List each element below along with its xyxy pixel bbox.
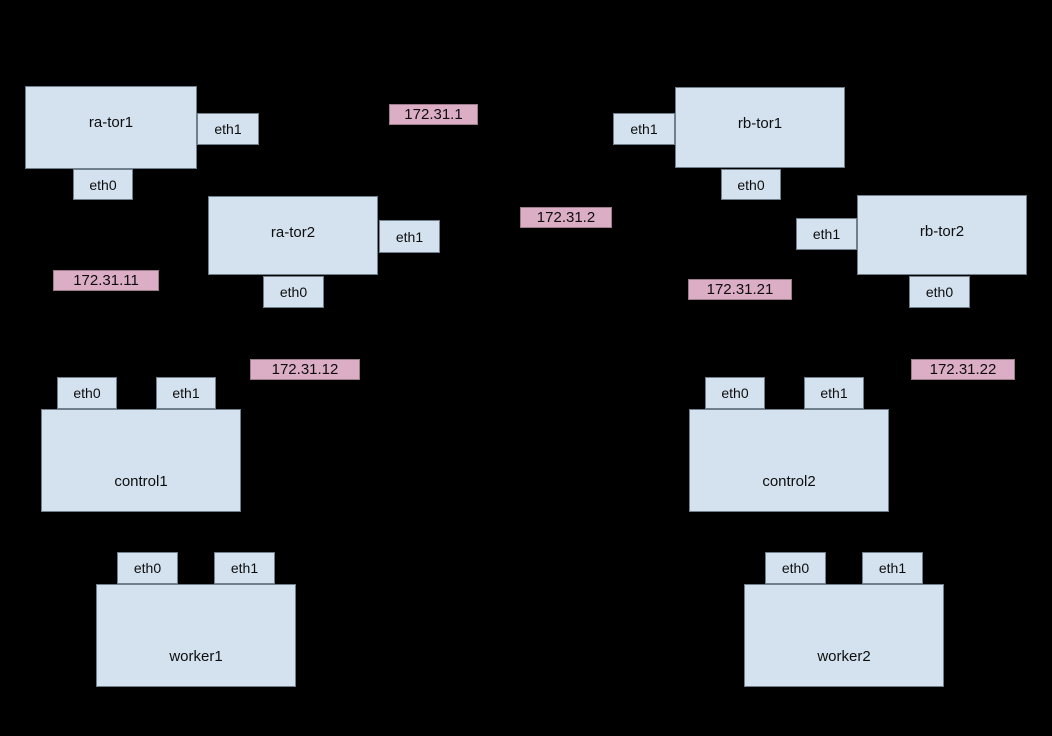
interface-label-control1-eth1: eth1	[172, 385, 200, 401]
ip-subnet-label-ip-172-31-22[interactable]: 172.31.22	[911, 359, 1015, 380]
interface-rb-tor2-eth1[interactable]: eth1	[796, 218, 857, 250]
device-label-control2: control2	[762, 473, 816, 490]
interface-control2-eth1[interactable]: eth1	[804, 377, 864, 409]
ip-subnet-text-ip-172-31-12: 172.31.12	[271, 361, 339, 378]
interface-worker2-eth1[interactable]: eth1	[862, 552, 923, 584]
ip-subnet-label-ip-172-31-1[interactable]: 172.31.1	[389, 104, 478, 125]
ip-subnet-text-ip-172-31-22: 172.31.22	[929, 361, 997, 378]
ip-subnet-text-ip-172-31-2: 172.31.2	[536, 209, 596, 226]
device-node-rb-tor1[interactable]: rb-tor1	[675, 87, 845, 168]
interface-label-rb-tor2-eth1: eth1	[812, 226, 841, 242]
interface-label-control2-eth1: eth1	[820, 385, 848, 401]
interface-label-worker1-eth0: eth0	[133, 560, 162, 576]
device-node-rb-tor2[interactable]: rb-tor2	[857, 195, 1027, 275]
device-node-control1[interactable]: control1	[41, 409, 241, 512]
interface-ra-tor1-eth0[interactable]: eth0	[73, 169, 133, 200]
interface-label-worker2-eth0: eth0	[781, 560, 810, 576]
ip-subnet-label-ip-172-31-12[interactable]: 172.31.12	[250, 359, 360, 380]
interface-rb-tor2-eth0[interactable]: eth0	[909, 276, 970, 308]
interface-label-ra-tor1-eth1: eth1	[214, 121, 242, 137]
interface-ra-tor2-eth0[interactable]: eth0	[263, 276, 324, 308]
interface-label-worker2-eth1: eth1	[878, 560, 907, 576]
interface-label-worker1-eth1: eth1	[230, 560, 259, 576]
device-label-ra-tor1: ra-tor1	[88, 114, 134, 131]
interface-rb-tor1-eth1[interactable]: eth1	[613, 113, 675, 145]
device-label-ra-tor2: ra-tor2	[270, 224, 316, 241]
ip-subnet-text-ip-172-31-21: 172.31.21	[706, 281, 774, 298]
interface-label-control1-eth0: eth0	[73, 385, 101, 401]
ip-subnet-label-ip-172-31-21[interactable]: 172.31.21	[688, 279, 792, 300]
interface-label-ra-tor1-eth0: eth0	[89, 176, 117, 193]
device-label-worker2: worker2	[817, 648, 871, 665]
ip-subnet-text-ip-172-31-11: 172.31.11	[73, 272, 139, 289]
interface-rb-tor1-eth0[interactable]: eth0	[721, 169, 781, 200]
device-label-worker1: worker1	[169, 648, 223, 665]
interface-ra-tor1-eth1[interactable]: eth1	[197, 113, 259, 145]
interface-worker2-eth0[interactable]: eth0	[765, 552, 826, 584]
device-label-rb-tor2: rb-tor2	[919, 223, 965, 240]
interface-control1-eth1[interactable]: eth1	[156, 377, 216, 409]
interface-control2-eth0[interactable]: eth0	[705, 377, 765, 409]
interface-label-control2-eth0: eth0	[721, 385, 749, 401]
device-label-control1: control1	[114, 473, 168, 490]
device-node-worker1[interactable]: worker1	[96, 584, 296, 687]
device-node-control2[interactable]: control2	[689, 409, 889, 512]
device-label-rb-tor1: rb-tor1	[737, 115, 783, 132]
interface-label-ra-tor2-eth0: eth0	[279, 284, 308, 300]
ip-subnet-text-ip-172-31-1: 172.31.1	[404, 106, 463, 123]
interface-control1-eth0[interactable]: eth0	[57, 377, 117, 409]
interface-label-rb-tor2-eth0: eth0	[925, 284, 954, 300]
interface-label-rb-tor1-eth1: eth1	[630, 121, 658, 137]
interface-label-ra-tor2-eth1: eth1	[395, 228, 424, 245]
device-node-ra-tor2[interactable]: ra-tor2	[208, 196, 378, 275]
interface-worker1-eth1[interactable]: eth1	[214, 552, 275, 584]
device-node-worker2[interactable]: worker2	[744, 584, 944, 687]
interface-worker1-eth0[interactable]: eth0	[117, 552, 178, 584]
interface-label-rb-tor1-eth0: eth0	[737, 176, 765, 193]
device-node-ra-tor1[interactable]: ra-tor1	[25, 86, 197, 169]
ip-subnet-label-ip-172-31-2[interactable]: 172.31.2	[520, 207, 612, 228]
interface-ra-tor2-eth1[interactable]: eth1	[379, 220, 440, 253]
ip-subnet-label-ip-172-31-11[interactable]: 172.31.11	[53, 270, 159, 291]
